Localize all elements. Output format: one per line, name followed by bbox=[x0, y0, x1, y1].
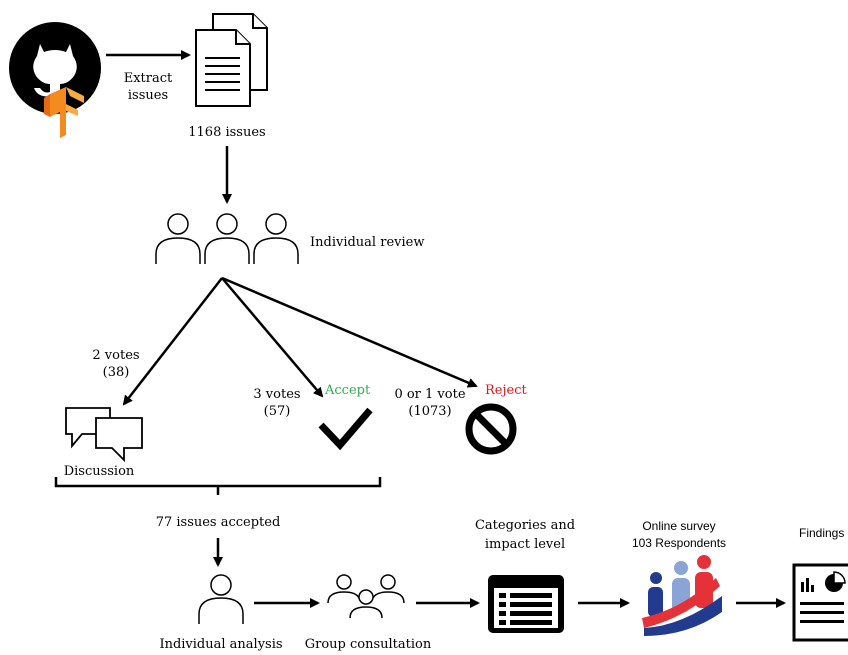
accepted-label: 77 issues accepted bbox=[156, 515, 281, 530]
reject-label: Reject bbox=[485, 383, 527, 398]
list-window-icon bbox=[488, 575, 564, 633]
group-consultation-label: Group consultation bbox=[305, 637, 432, 652]
issue-count-label: 1168 issues bbox=[188, 125, 265, 140]
zero-one-vote-count: (1073) bbox=[408, 404, 451, 419]
two-votes-label: 2 votes bbox=[92, 348, 139, 363]
discussion-label: Discussion bbox=[64, 464, 135, 479]
accept-label: Accept bbox=[324, 383, 371, 398]
speech-bubbles-icon bbox=[65, 407, 143, 463]
survey-label-1: Online survey bbox=[642, 519, 715, 533]
three-votes-label: 3 votes bbox=[253, 387, 300, 402]
individual-analysis-label: Individual analysis bbox=[159, 637, 282, 652]
survey-label-2: 103 Respondents bbox=[632, 536, 726, 550]
group-icon bbox=[327, 574, 405, 619]
person-icon bbox=[198, 574, 244, 624]
prohibited-icon bbox=[465, 403, 517, 455]
categories-label-2: impact level bbox=[485, 537, 565, 552]
three-votes-arrow bbox=[221, 277, 324, 398]
three-votes-count: (57) bbox=[264, 404, 291, 419]
two-votes-arrow bbox=[122, 277, 223, 406]
zero-one-vote-label: 0 or 1 vote bbox=[394, 387, 465, 402]
survey-people-icon bbox=[642, 555, 722, 636]
extract-label-2: issues bbox=[128, 88, 168, 103]
findings-label: Findings bbox=[799, 526, 844, 540]
report-icon bbox=[792, 563, 848, 642]
tensorflow-icon bbox=[44, 87, 84, 138]
two-votes-count: (38) bbox=[103, 365, 130, 380]
reject-arrow bbox=[221, 276, 478, 388]
categories-label-1: Categories and bbox=[475, 518, 575, 533]
checkmark-icon bbox=[318, 407, 373, 451]
github-icon bbox=[9, 22, 101, 114]
three-people-icon bbox=[155, 213, 299, 264]
extract-label-1: Extract bbox=[124, 71, 173, 86]
merge-bracket bbox=[54, 477, 382, 495]
individual-review-label: Individual review bbox=[310, 235, 424, 250]
documents-icon bbox=[195, 13, 268, 107]
